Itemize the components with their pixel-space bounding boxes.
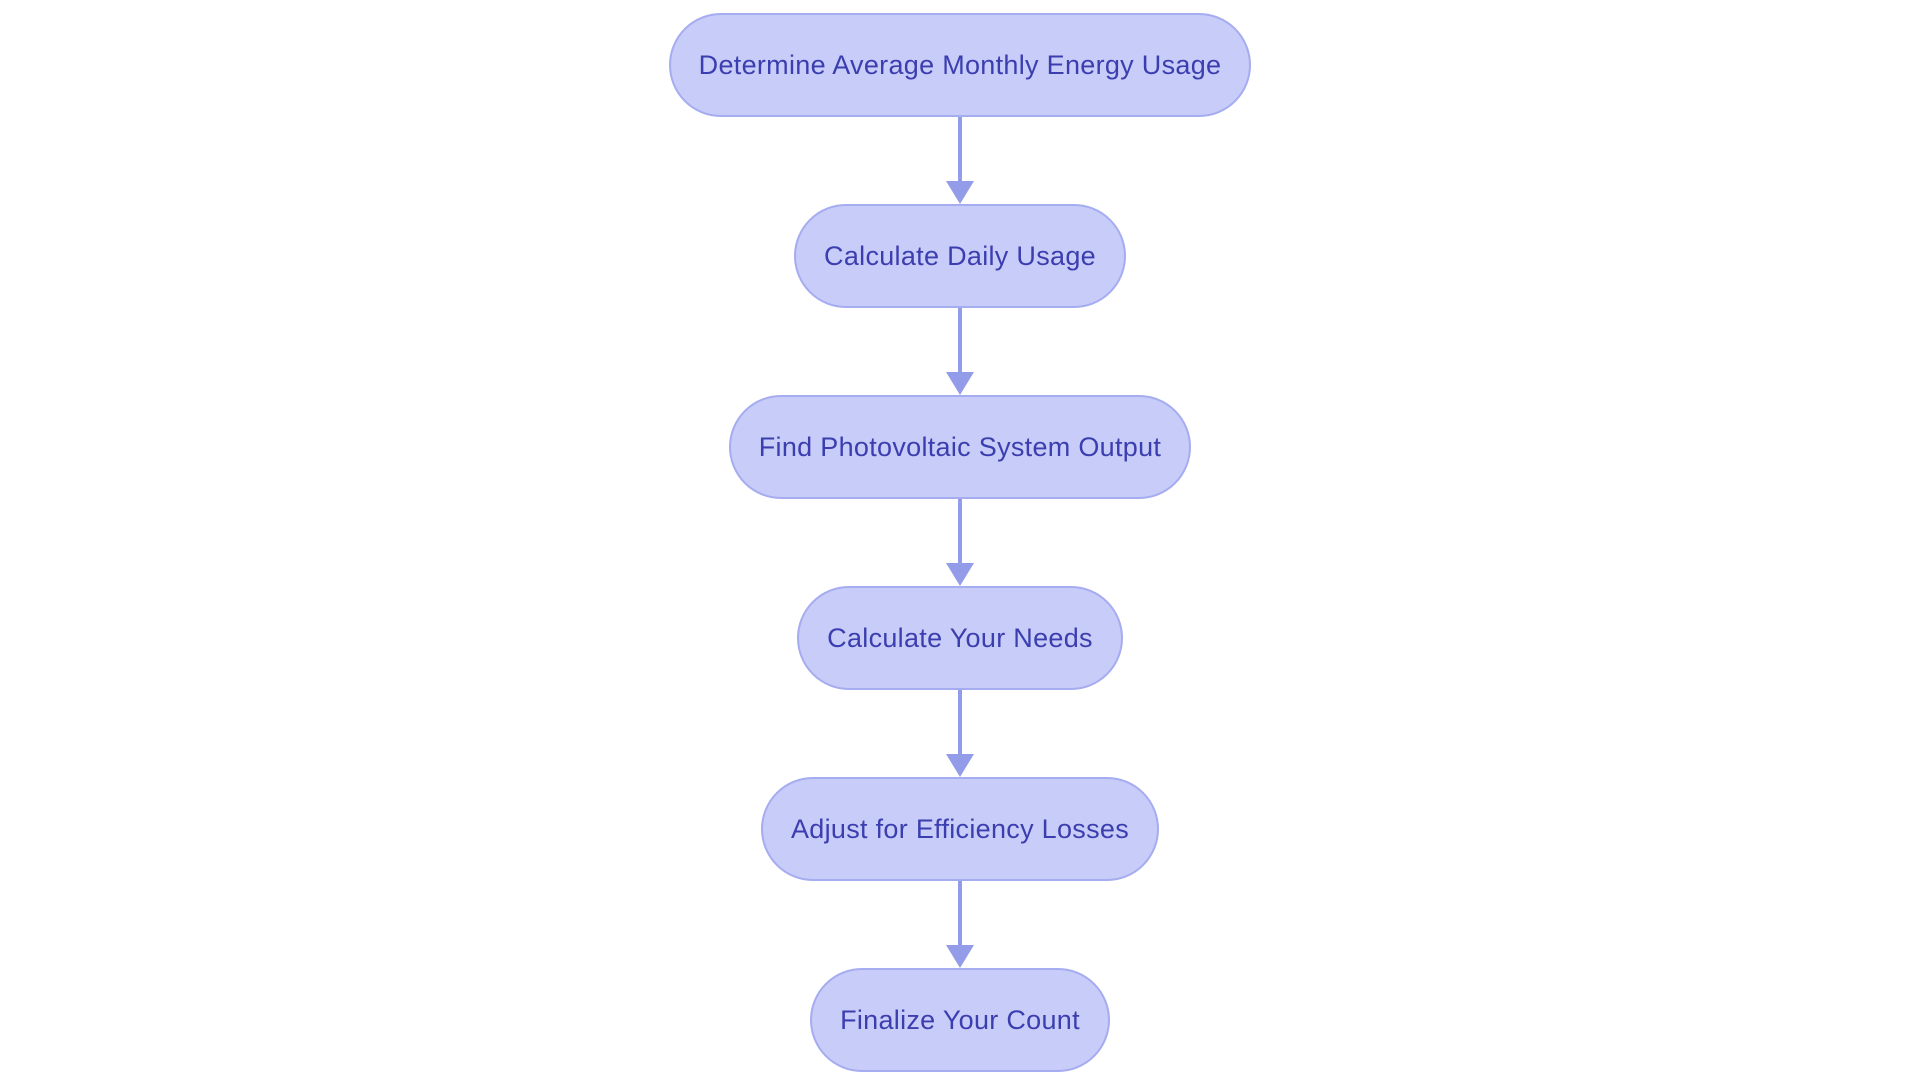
- down-arrow-connector: [946, 117, 974, 204]
- node-adjust-for-efficiency-losses: Adjust for Efficiency Losses: [760, 777, 1160, 881]
- node-label: Calculate Your Needs: [827, 622, 1093, 653]
- arrow-line: [958, 308, 962, 373]
- node-label: Calculate Daily Usage: [824, 240, 1096, 271]
- down-arrow-connector: [946, 881, 974, 968]
- node-calculate-daily-usage: Calculate Daily Usage: [794, 204, 1126, 308]
- down-arrow-connector: [946, 308, 974, 395]
- arrow-line: [958, 117, 962, 182]
- arrow-head-icon: [946, 754, 974, 777]
- arrow-line: [958, 690, 962, 755]
- node-finalize-your-count: Finalize Your Count: [810, 968, 1110, 1072]
- node-calculate-your-needs: Calculate Your Needs: [797, 586, 1123, 690]
- node-label: Adjust for Efficiency Losses: [790, 813, 1130, 844]
- down-arrow-connector: [946, 499, 974, 586]
- node-determine-average-monthly-energy-usage: Determine Average Monthly Energy Usage: [668, 13, 1252, 117]
- arrow-line: [958, 499, 962, 564]
- arrow-head-icon: [946, 372, 974, 395]
- arrow-head-icon: [946, 563, 974, 586]
- arrow-head-icon: [946, 945, 974, 968]
- node-label: Determine Average Monthly Energy Usage: [698, 49, 1222, 80]
- node-label: Find Photovoltaic System Output: [758, 431, 1162, 462]
- down-arrow-connector: [946, 690, 974, 777]
- arrow-head-icon: [946, 181, 974, 204]
- arrow-line: [958, 881, 962, 946]
- node-find-photovoltaic-system-output: Find Photovoltaic System Output: [728, 395, 1192, 499]
- node-label: Finalize Your Count: [840, 1004, 1080, 1035]
